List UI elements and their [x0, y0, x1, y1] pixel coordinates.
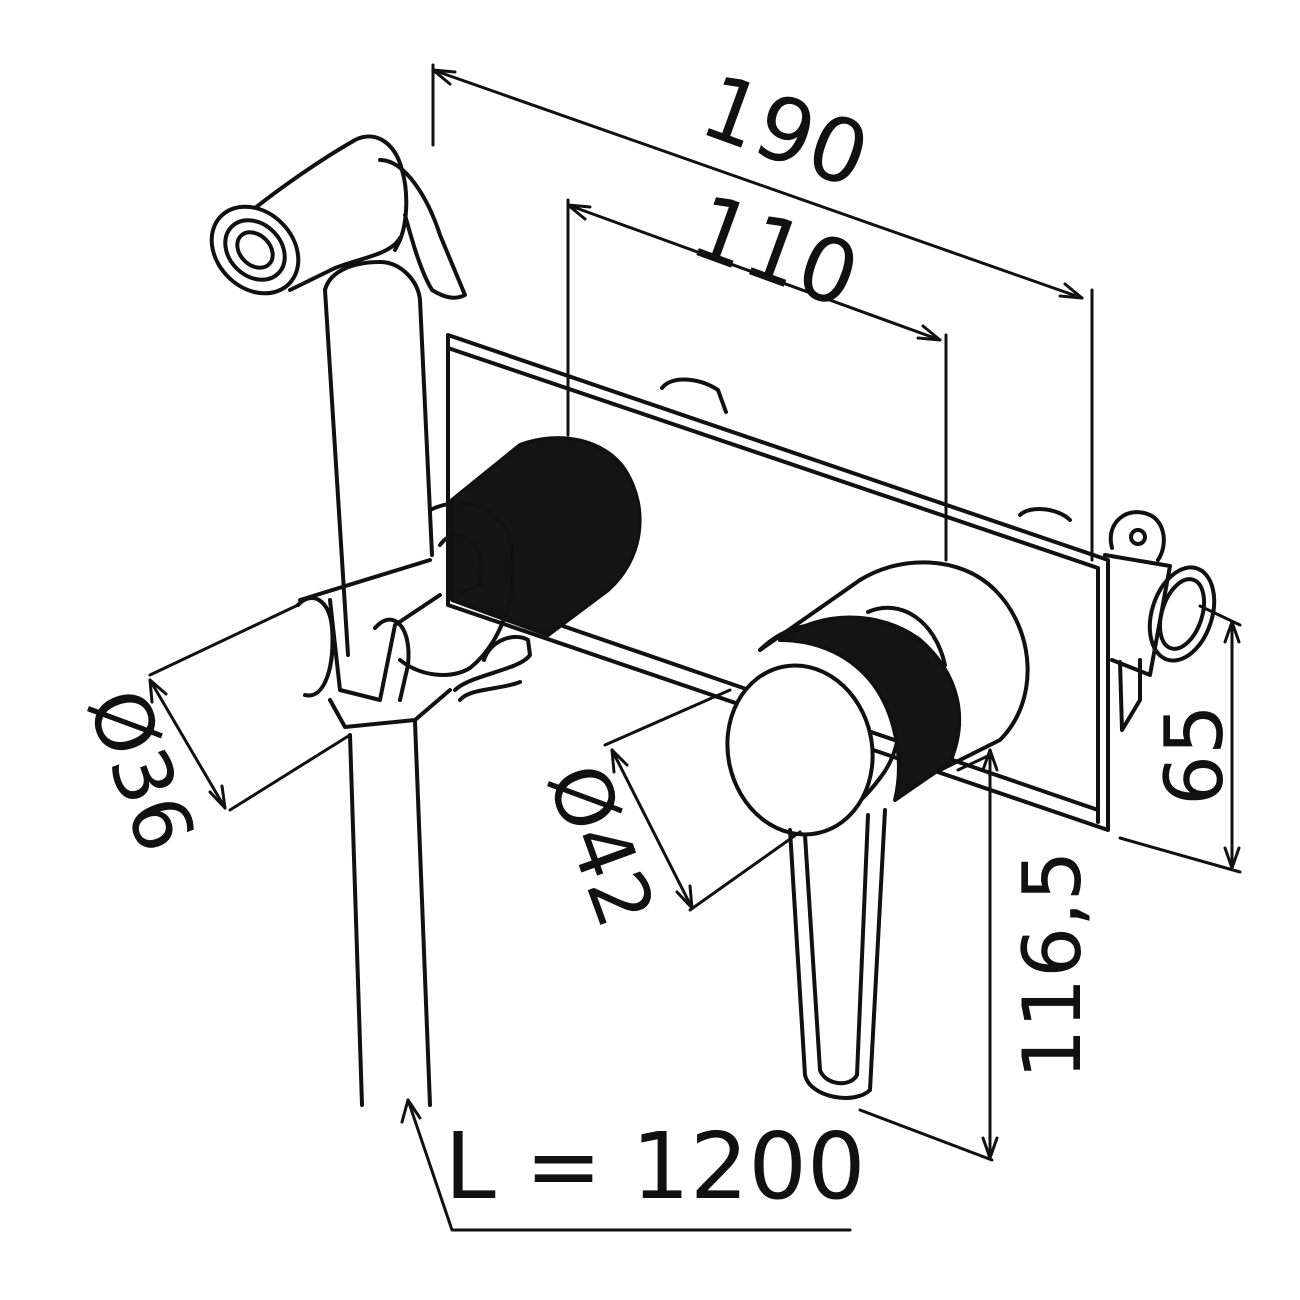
hose-length-label: L = 1200	[445, 1113, 866, 1220]
mixer-handle	[725, 560, 1030, 1100]
dimension-lines	[148, 63, 1242, 1232]
dim-116-5-label: 116,5	[1006, 850, 1099, 1079]
hose-connector	[1103, 510, 1217, 732]
dim-65-label: 65	[1148, 704, 1241, 806]
dim-d36-label: Ø36	[69, 677, 213, 864]
shower-head	[209, 134, 467, 1107]
dim-d42-label: Ø42	[529, 752, 673, 939]
holder-body	[296, 436, 642, 729]
dimension-labels: 190 110 65 116,5 Ø36 Ø42 L = 1200	[69, 54, 1241, 1220]
